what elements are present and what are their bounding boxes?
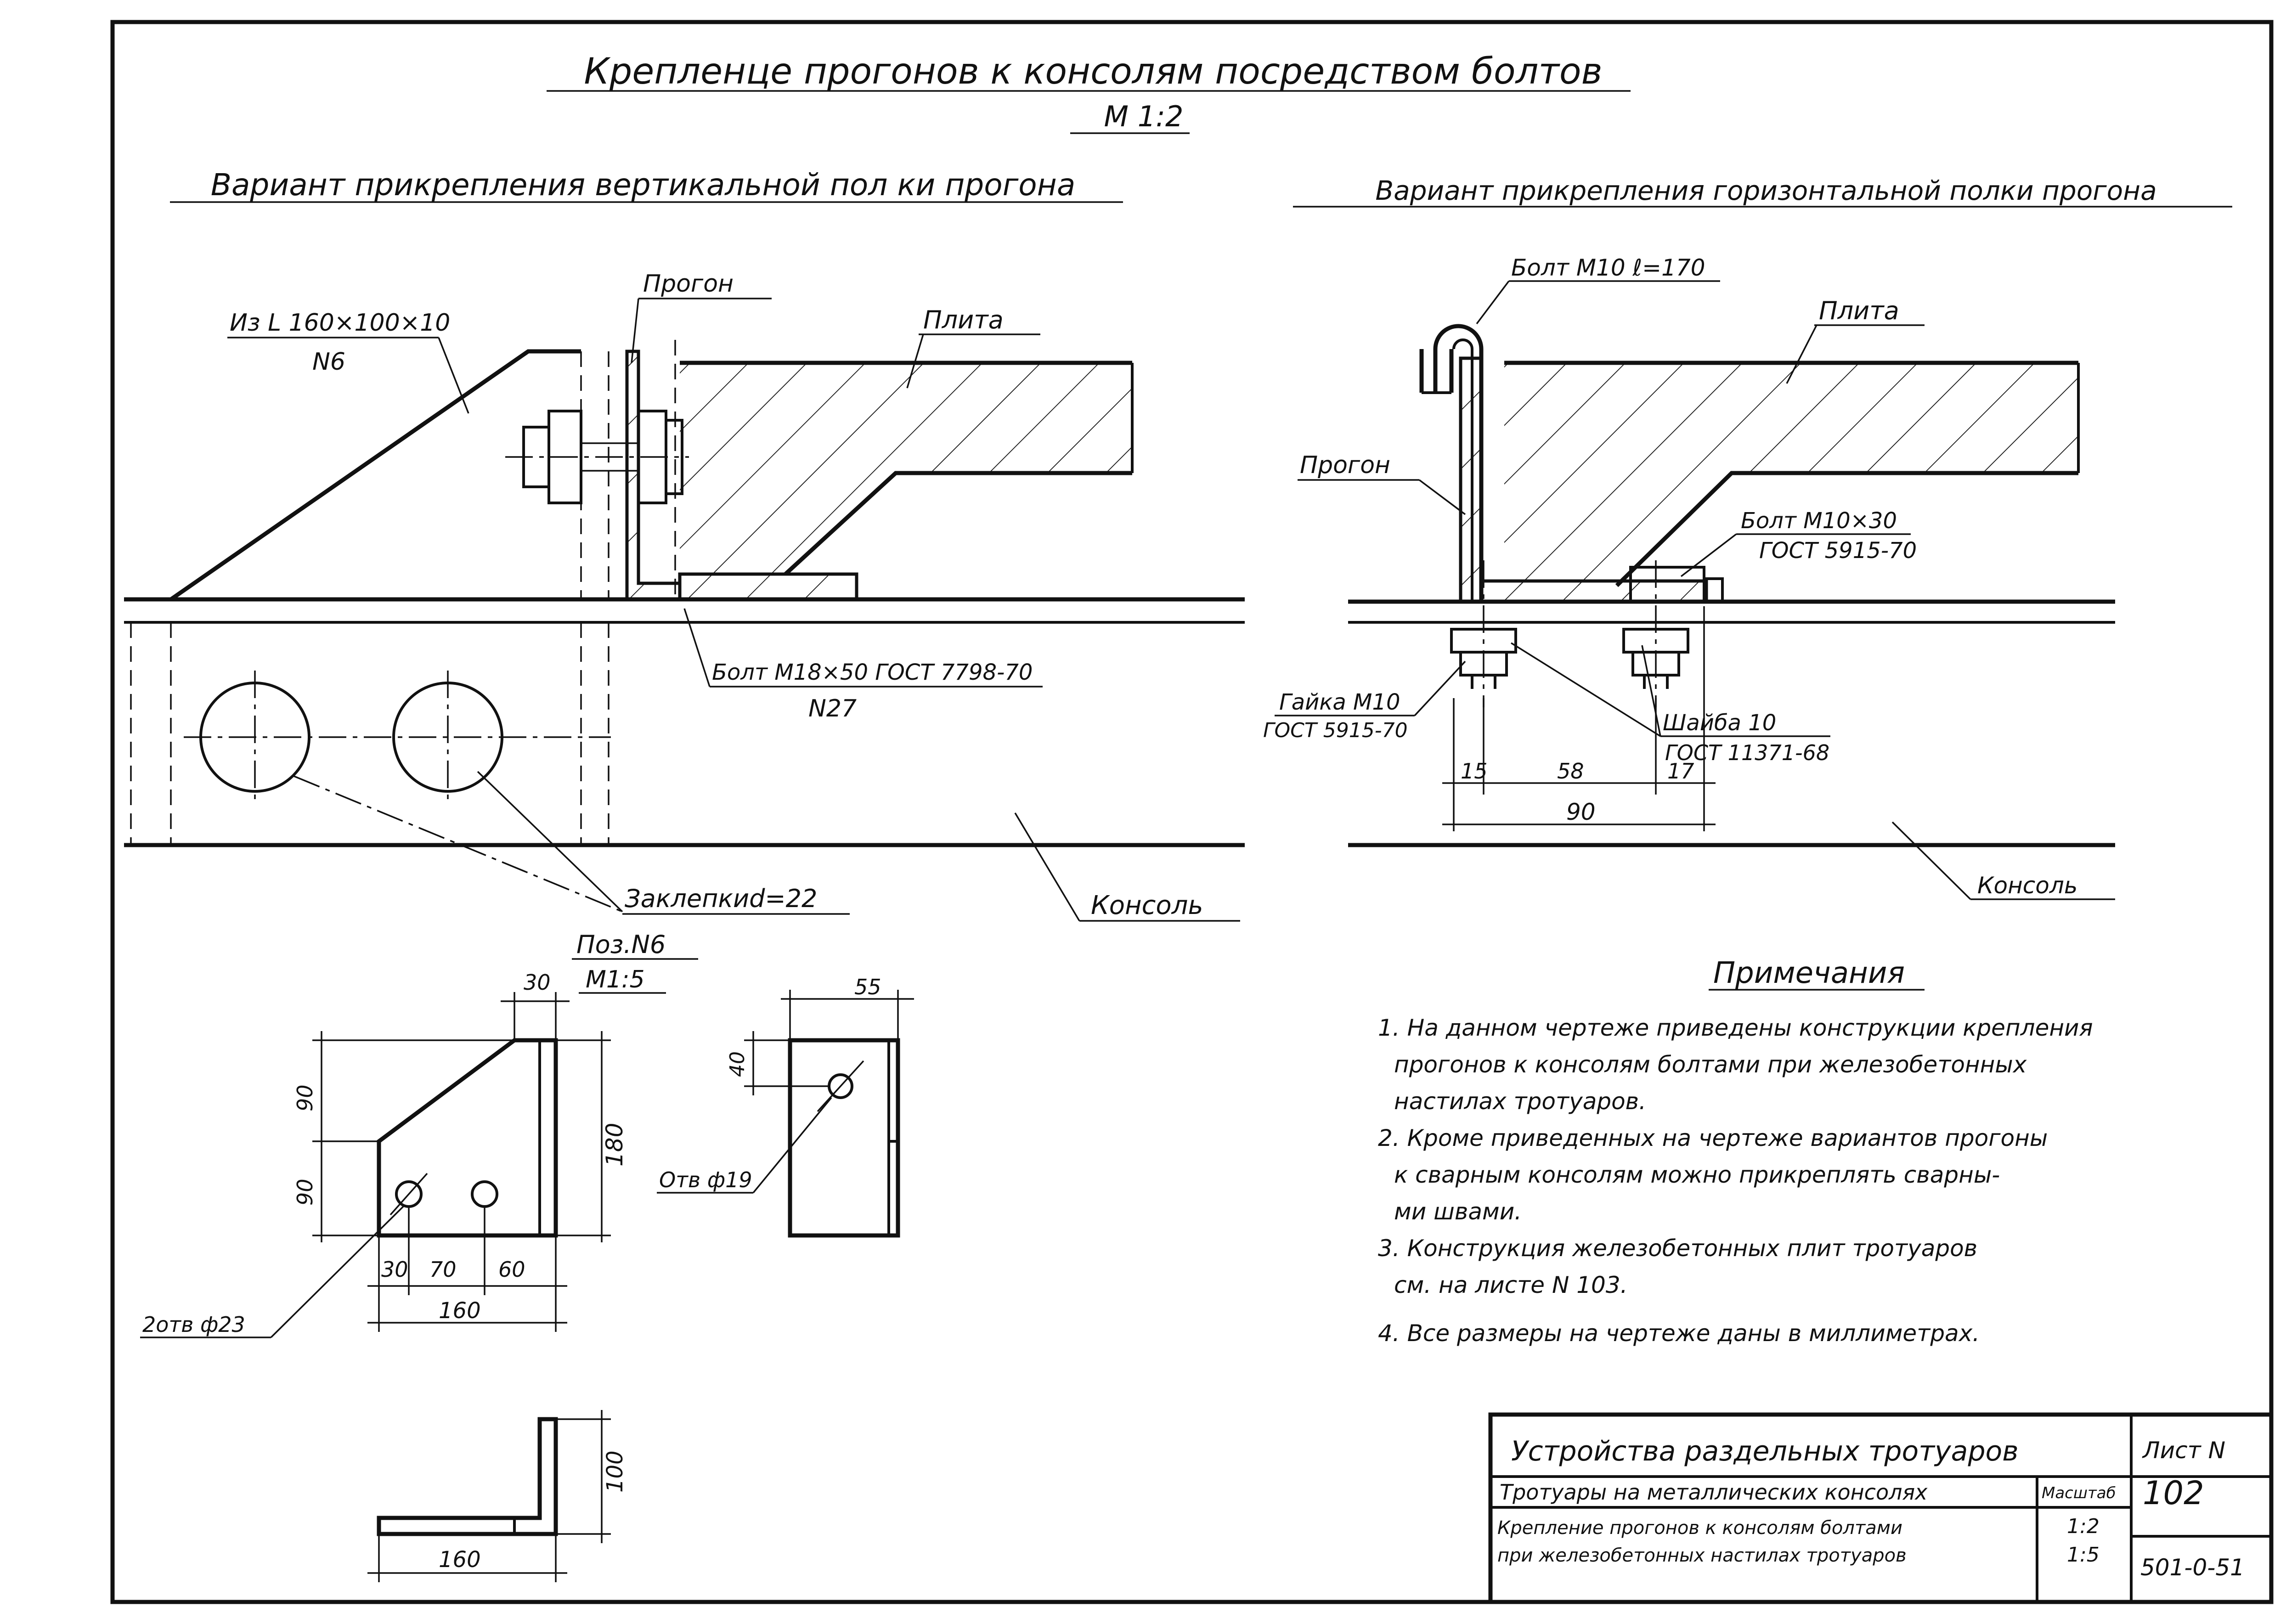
left-rivet-holes: [184, 671, 611, 804]
tb-desc-1: Крепление прогонов к консолям болтами: [1497, 1517, 1902, 1539]
dim-bottom-60: 60: [498, 1257, 525, 1282]
tb-subtitle: Тротуары на металлических консолях: [1500, 1480, 1928, 1505]
right-dim-58: 58: [1557, 759, 1584, 784]
hole-1: [395, 1180, 423, 1208]
dim-left-90-lower: 90: [293, 1179, 317, 1206]
left-variant-heading: Вариант прикрепления вертикальной пол ки…: [211, 167, 1076, 203]
main-title: Крепленце прогонов к консолям посредство…: [584, 51, 1602, 92]
note-line-8: см. на листе N 103.: [1394, 1272, 1628, 1298]
right-purlin-label: Прогон: [1300, 451, 1390, 479]
dim-top-30: 30: [524, 970, 551, 995]
angle-section: [367, 1410, 611, 1582]
left-console-label: Консоль: [1091, 891, 1203, 920]
left-gusset-plate: [169, 349, 628, 601]
angle-leader: [438, 337, 469, 414]
gusset-side-view: [744, 990, 914, 1238]
right-hook-bolt: [1419, 324, 1484, 602]
dim-side-55: 55: [854, 975, 881, 999]
right-console-label: Консоль: [1977, 872, 2077, 899]
note-line-2: прогонов к консолям болтами при железобе…: [1394, 1051, 2027, 1078]
hole-2: [471, 1180, 498, 1208]
side-hole-leader: [752, 1097, 832, 1194]
holes-leader: [270, 1205, 405, 1338]
left-purlin-leader: [631, 298, 639, 363]
right-bolt-leader: [1680, 533, 1737, 577]
tb-scale-label: Масштаб: [2042, 1484, 2116, 1502]
dim-angle-100: 100: [602, 1450, 628, 1493]
washer-std: ГОСТ 11371-68: [1665, 740, 1829, 765]
left-bolt-pos: N27: [808, 695, 857, 722]
left-purlin-label: Прогон: [643, 270, 734, 298]
detail-heading: Поз.N6: [576, 930, 666, 959]
left-slab-label: Плита: [923, 305, 1004, 334]
rivets-leader-1: [294, 775, 623, 913]
dim-right-180: 180: [601, 1123, 628, 1167]
right-slab-leader: [1786, 325, 1818, 384]
nut-leader: [1414, 660, 1466, 716]
gusset-detail-dims: [312, 992, 611, 1332]
washer-label: Шайба 10: [1663, 710, 1776, 736]
holes-label: 2отв ф23: [142, 1312, 245, 1337]
dim-left-90-upper: 90: [293, 1084, 317, 1111]
tb-name: Устройства раздельных тротуаров: [1511, 1435, 2019, 1467]
sheet-frame: [110, 20, 2274, 1604]
dim-bottom-160: 160: [439, 1298, 481, 1324]
note-line-5: к сварным консолям можно прикреплять сва…: [1394, 1162, 2000, 1188]
nut-label: Гайка М10: [1279, 689, 1400, 715]
tb-sheet-number: 102: [2143, 1474, 2204, 1512]
left-slab: [674, 340, 1134, 602]
right-slab: [1504, 361, 2080, 587]
rivets-leader-2: [477, 771, 623, 913]
note-line-7: 3. Конструкция железобетонных плит троту…: [1378, 1235, 1977, 1262]
right-bolt-label: Болт М10×30: [1741, 508, 1897, 534]
gusset-detail-plate: [377, 1038, 558, 1238]
note-line-3: настилах тротуаров.: [1394, 1088, 1646, 1115]
note-line-1: 1. На данном чертеже приведены конструкц…: [1378, 1015, 2093, 1041]
right-console-leader: [1891, 821, 1971, 900]
left-slab-leader: [906, 334, 924, 389]
rivets-label: Заклепкиd=22: [625, 884, 817, 913]
hook-bolt-label: Болт М10 ℓ=170: [1511, 254, 1705, 281]
left-bolt-assembly: [505, 410, 689, 504]
notes-list: 1. На данном чертеже приведены конструкц…: [1378, 1015, 2093, 1347]
title-block: [1488, 1412, 2274, 1604]
dim-bottom-30: 30: [381, 1257, 408, 1282]
washer-leader-2: [1641, 645, 1661, 737]
tb-sheet-label: Лист N: [2142, 1437, 2225, 1464]
tb-scale-1: 1:2: [2067, 1515, 2100, 1538]
right-bolts: [1450, 560, 1724, 707]
right-variant-heading: Вариант прикрепления горизонтальной полк…: [1375, 175, 2156, 206]
nut-std: ГОСТ 5915-70: [1263, 719, 1408, 742]
note-line-6: ми швами.: [1394, 1198, 1522, 1225]
dim-angle-160: 160: [439, 1547, 481, 1573]
notes-heading: Примечания: [1713, 956, 1905, 990]
main-scale: М 1:2: [1104, 100, 1184, 133]
tb-desc-2: при железобетонных настилах тротуаров: [1497, 1545, 1907, 1566]
dim-side-40: 40: [726, 1051, 749, 1077]
side-hole-label: Отв ф19: [659, 1167, 752, 1192]
dim-bottom-70: 70: [429, 1257, 457, 1282]
left-console-beam: [124, 597, 1245, 847]
tb-code: 501-0-51: [2140, 1554, 2245, 1581]
left-bolt-label: Болт М18×50 ГОСТ 7798-70: [712, 660, 1033, 685]
washer-leader-1: [1511, 642, 1661, 737]
right-bolt-std: ГОСТ 5915-70: [1759, 538, 1917, 564]
right-dim-17: 17: [1667, 759, 1694, 784]
detail-scale: М1:5: [586, 966, 645, 993]
left-bolt-leader: [683, 608, 711, 687]
right-purlin-leader: [1418, 479, 1466, 515]
right-slab-label: Плита: [1819, 296, 1899, 325]
right-dim-15: 15: [1461, 759, 1488, 784]
tb-scale-2: 1:5: [2067, 1543, 2100, 1567]
angle-pos-label: N6: [312, 348, 345, 376]
hook-bolt-leader: [1476, 280, 1510, 325]
note-line-4: 2. Кроме приведенных на чертеже варианто…: [1378, 1125, 2048, 1151]
note-line-9: 4. Все размеры на чертеже даны в миллиме…: [1378, 1320, 1980, 1347]
angle-label: Из L 160×100×10: [230, 309, 450, 337]
left-console-leader: [1014, 812, 1080, 921]
right-dim-90: 90: [1566, 799, 1596, 825]
